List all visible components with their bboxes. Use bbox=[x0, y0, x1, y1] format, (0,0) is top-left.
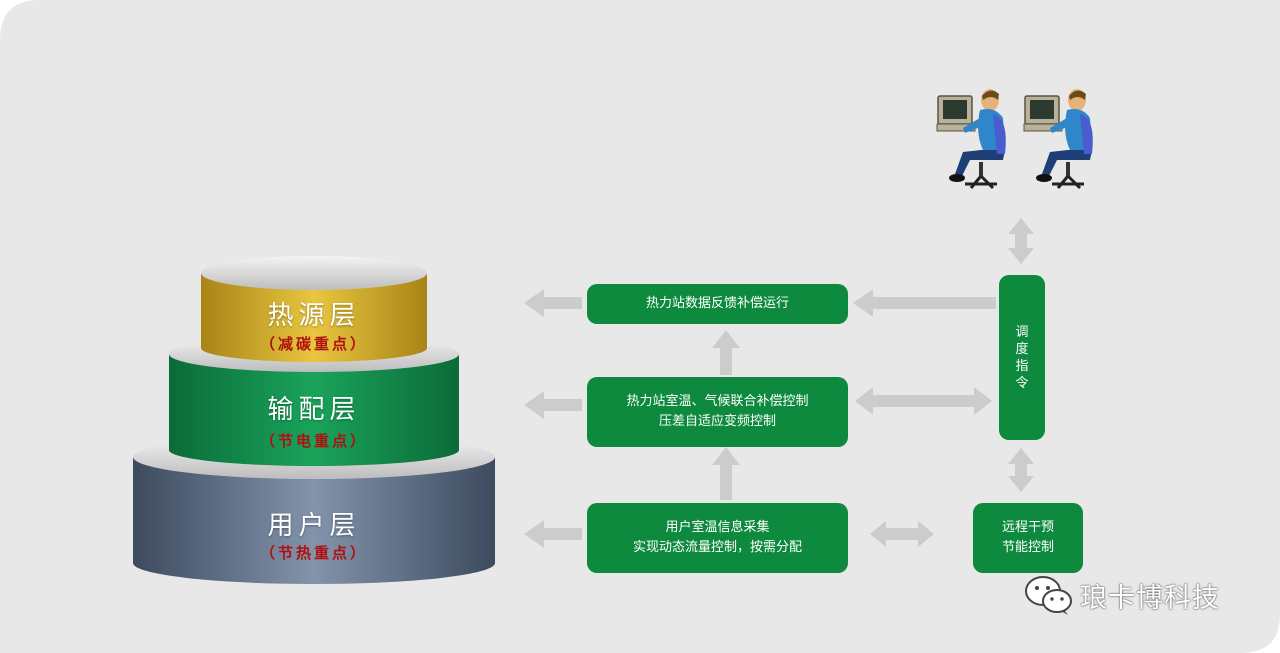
arrow-operators-dispatch bbox=[1008, 218, 1034, 264]
arrow-dispatch-to-top bbox=[853, 289, 996, 317]
box-dispatch-command: 调 度 指 令 bbox=[999, 275, 1045, 440]
arrow-dispatch-remote bbox=[1008, 448, 1034, 492]
layer-title-distribution: 输配层 bbox=[267, 395, 361, 425]
layer-subtitle-distribution: （节电重点） bbox=[259, 432, 368, 450]
box-remote-intervention-line2: 节能控制 bbox=[1001, 540, 1054, 555]
layer-subtitle-user: （节热重点） bbox=[259, 544, 368, 562]
cylinder-heat-source-layer bbox=[201, 256, 427, 362]
arrows-to-layers bbox=[524, 289, 582, 548]
box-user-collection-line1: 用户室温信息采集 bbox=[665, 520, 770, 535]
box-remote-intervention: 远程干预 节能控制 bbox=[973, 503, 1083, 573]
brand-name: 琅卡博科技 bbox=[1080, 582, 1220, 614]
arrow-middle-dispatch bbox=[855, 387, 992, 415]
arrow-bottom-remote bbox=[870, 521, 934, 547]
box-remote-intervention-line1: 远程干预 bbox=[1001, 520, 1054, 535]
wechat-icon bbox=[1025, 576, 1072, 615]
box-dispatch-command-text: 调 度 指 令 bbox=[1015, 324, 1029, 391]
box-station-compensation: 热力站室温、气候联合补偿控制 压差自适应变频控制 bbox=[587, 377, 848, 447]
box-user-collection: 用户室温信息采集 实现动态流量控制，按需分配 bbox=[587, 503, 848, 573]
layer-title-heat-source: 热源层 bbox=[267, 301, 361, 331]
operator-icon-1 bbox=[936, 89, 1006, 190]
brand-watermark: 琅卡博科技 bbox=[1024, 574, 1220, 616]
box-station-compensation-line1: 热力站室温、气候联合补偿控制 bbox=[626, 394, 809, 409]
layer-title-user: 用户层 bbox=[267, 511, 361, 541]
box-station-feedback-text: 热力站数据反馈补偿运行 bbox=[645, 296, 789, 311]
box-station-compensation-line2: 压差自适应变频控制 bbox=[658, 414, 776, 429]
box-user-collection-line2: 实现动态流量控制，按需分配 bbox=[632, 540, 802, 555]
box-station-feedback: 热力站数据反馈补偿运行 bbox=[587, 284, 848, 324]
layer-subtitle-heat-source: （减碳重点） bbox=[259, 335, 368, 353]
arrows-up bbox=[712, 330, 740, 500]
operator-icon-2 bbox=[1023, 89, 1093, 190]
